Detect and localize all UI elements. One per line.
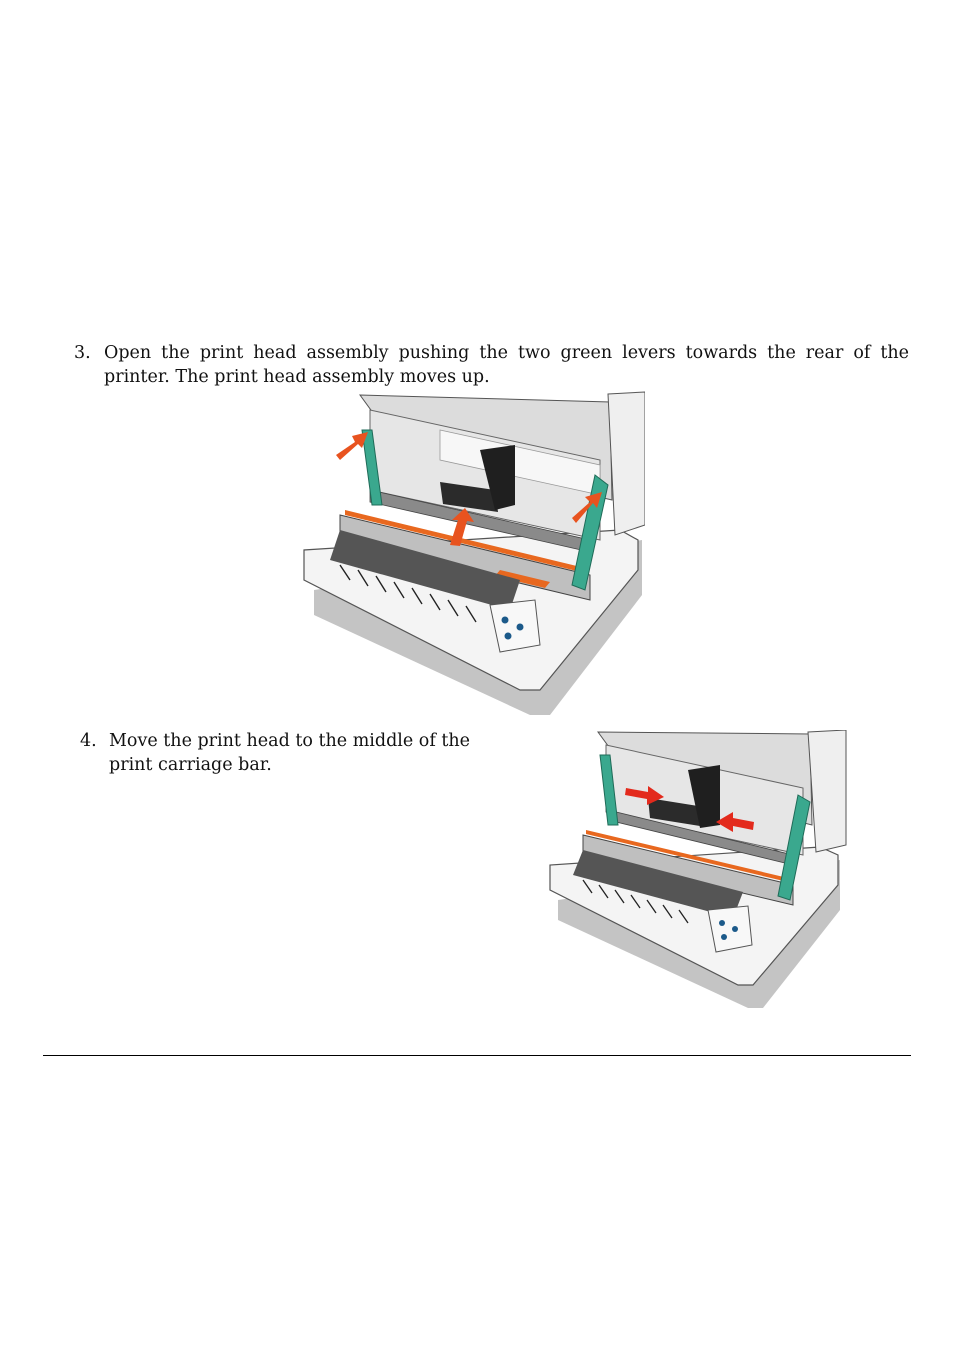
left-green-lever — [361, 429, 383, 506]
right-green-lever — [571, 474, 609, 591]
arrow-icon — [625, 786, 664, 805]
arrow-icon — [450, 508, 474, 546]
printer-move-head-illustration — [548, 729, 848, 1010]
step-text: Move the print head to the middle of the… — [109, 731, 471, 775]
step-4: 4. Move the print head to the middle of … — [80, 729, 500, 779]
arrow-icon — [336, 432, 368, 460]
step-text: Open the print head assembly pushing the… — [104, 343, 909, 387]
control-panel — [489, 599, 541, 653]
footer-rule — [43, 1055, 911, 1056]
step-number: 3. — [74, 343, 91, 363]
step-number: 4. — [80, 731, 97, 751]
printer-open-head-illustration — [300, 390, 646, 718]
step-3: 3. Open the print head assembly pushing … — [74, 341, 910, 391]
arrow-icon — [572, 492, 602, 523]
arrow-icon — [716, 812, 754, 832]
